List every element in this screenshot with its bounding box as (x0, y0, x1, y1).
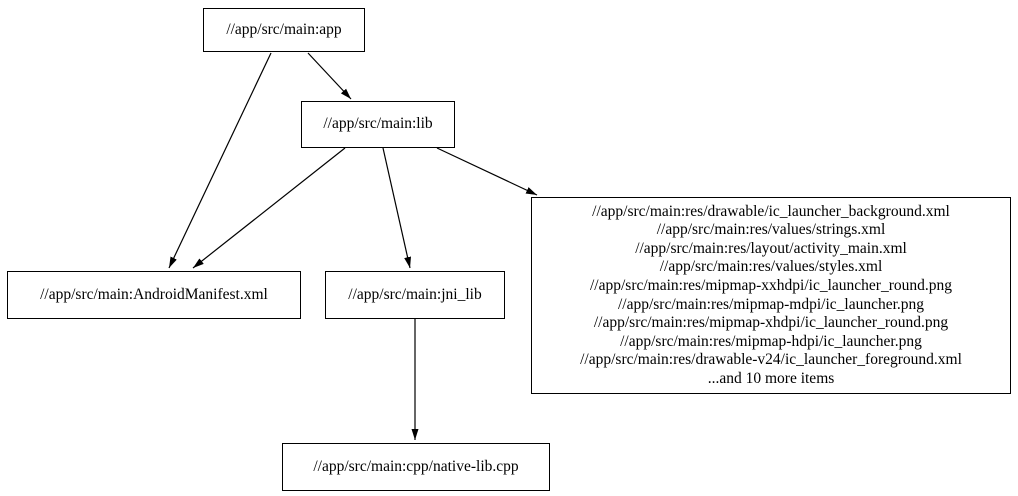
node-app: //app/src/main:app (203, 8, 365, 52)
node-resources-group: //app/src/main:res/drawable/ic_launcher_… (531, 197, 1011, 394)
edge-lib-to-jni-lib (382, 147, 411, 269)
node-android-manifest: //app/src/main:AndroidManifest.xml (7, 271, 301, 319)
edge-app-to-lib (307, 52, 352, 100)
res-line: //app/src/main:res/values/strings.xml (656, 221, 886, 239)
res-line: //app/src/main:res/mipmap-mdpi/ic_launch… (617, 295, 925, 313)
node-lib-label: //app/src/main:lib (323, 115, 433, 133)
res-line: //app/src/main:res/values/styles.xml (659, 258, 883, 276)
node-app-label: //app/src/main:app (226, 20, 342, 38)
node-lib: //app/src/main:lib (301, 101, 455, 148)
node-android-manifest-label: //app/src/main:AndroidManifest.xml (40, 285, 268, 303)
res-line: //app/src/main:res/drawable-v24/ic_launc… (580, 351, 962, 369)
res-line: //app/src/main:res/drawable/ic_launcher_… (592, 202, 950, 220)
res-line: //app/src/main:res/layout/activity_main.… (635, 239, 907, 257)
node-jni-lib-label: //app/src/main:jni_lib (348, 285, 482, 303)
node-native-lib-cpp-label: //app/src/main:cpp/native-lib.cpp (313, 457, 519, 475)
edge-app-to-manifest (168, 52, 272, 269)
edge-lib-to-manifest (192, 147, 346, 269)
res-more-items-label: ...and 10 more items (707, 369, 835, 387)
res-line: //app/src/main:res/mipmap-hdpi/ic_launch… (620, 332, 922, 350)
node-jni-lib: //app/src/main:jni_lib (325, 271, 505, 319)
node-native-lib-cpp: //app/src/main:cpp/native-lib.cpp (282, 443, 550, 491)
res-line: //app/src/main:res/mipmap-xxhdpi/ic_laun… (589, 276, 952, 294)
edge-lib-to-res (436, 147, 538, 196)
res-line: //app/src/main:res/mipmap-xhdpi/ic_launc… (593, 314, 949, 332)
